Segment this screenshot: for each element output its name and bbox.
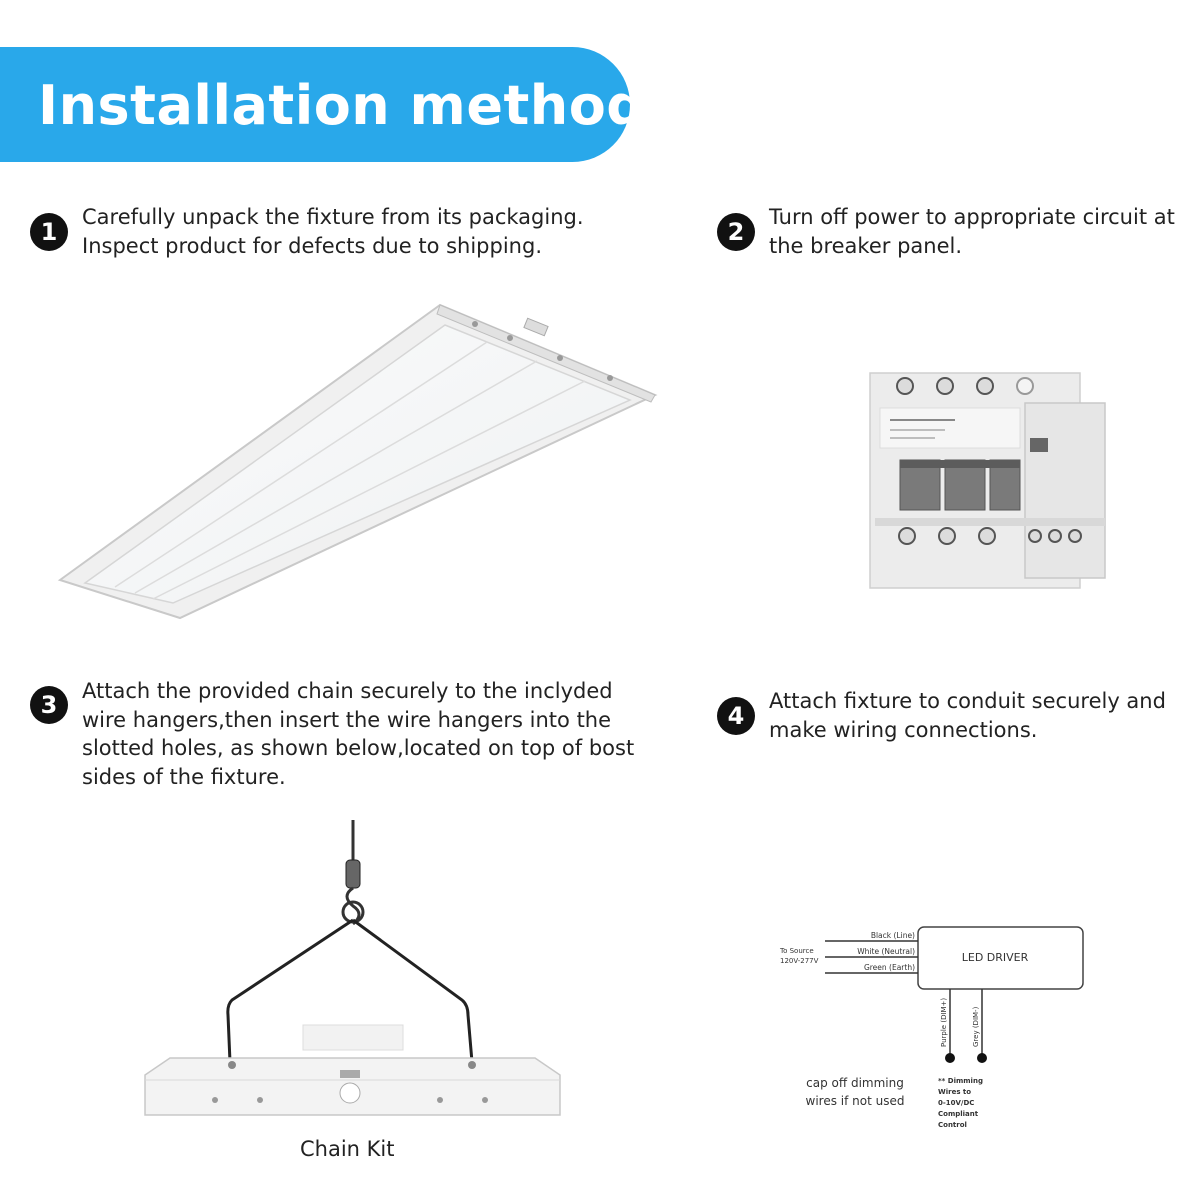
cap-note-line-2: wires if not used <box>806 1094 905 1108</box>
chain-kit-caption: Chain Kit <box>300 1137 395 1161</box>
dim-note-line-4: Compliant <box>938 1110 979 1118</box>
step-4-text: Attach fixture to conduit securely and m… <box>769 689 1166 742</box>
title-banner <box>0 47 630 162</box>
dim-purple-label: Purple (DIM+) <box>940 998 948 1047</box>
circuit-breaker-image <box>869 372 1106 589</box>
step-2-text: Turn off power to appropriate circuit at… <box>769 205 1175 258</box>
led-driver-box <box>917 926 1084 990</box>
step-3-text: Attach the provided chain securely to th… <box>82 679 635 789</box>
led-driver-label: LED DRIVER <box>962 951 1029 964</box>
dim-note-line-2: Wires to <box>938 1088 971 1096</box>
step-1-text: Carefully unpack the fixture from its pa… <box>82 205 584 258</box>
dim-grey-label: Grey (DIM-) <box>972 1006 980 1047</box>
source-voltage-label: 120V-277V <box>780 957 819 965</box>
dim-note-line-1: ** Dimming <box>938 1077 983 1085</box>
dim-note-line-3: 0-10V/DC <box>938 1099 974 1107</box>
chain-kit-image <box>144 820 561 1116</box>
step-1-number: 1 <box>30 213 68 251</box>
led-fixture-image <box>57 303 658 620</box>
cap-note-line-1: cap off dimming <box>806 1076 904 1090</box>
step-3-number: 3 <box>30 686 68 724</box>
source-label: To Source <box>779 947 814 955</box>
step-4-number: 4 <box>717 697 755 735</box>
wire-green-label: Green (Earth) <box>864 963 915 972</box>
dim-note-line-5: Control <box>938 1121 967 1129</box>
step-2-number: 2 <box>717 213 755 251</box>
wire-white-label: White (Neutral) <box>857 947 915 956</box>
wire-black-label: Black (Line) <box>871 931 915 940</box>
page-title: Installation method <box>38 74 646 137</box>
wiring-diagram: LED DRIVER Black (Line) White (Neutral) … <box>779 926 1084 1129</box>
